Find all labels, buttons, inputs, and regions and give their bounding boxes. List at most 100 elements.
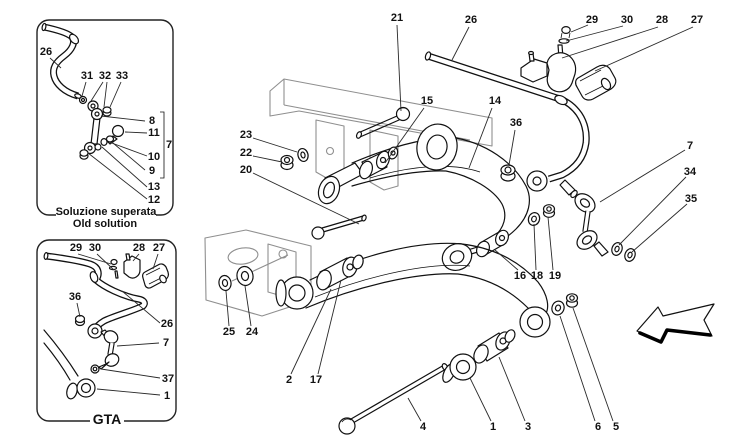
part-label-18: 18 <box>531 270 543 282</box>
direction-arrow <box>636 303 715 344</box>
part-label-14: 14 <box>489 95 502 107</box>
leader-line <box>76 302 81 318</box>
leader-line <box>561 26 659 59</box>
leader-line <box>103 81 108 108</box>
gta-inset: GTA 29 30 28 27 36 26 7 37 1 <box>36 239 177 427</box>
part-label-28: 28 <box>133 242 145 254</box>
leader-line <box>384 107 425 164</box>
part-label-27: 27 <box>153 242 165 254</box>
drop-link-drawing <box>500 164 636 262</box>
leader-line <box>96 253 115 271</box>
part-label-29: 29 <box>586 14 598 26</box>
leader-line <box>570 24 589 33</box>
leader-line <box>225 290 230 327</box>
caption-backing <box>90 412 124 426</box>
leader-line <box>631 203 688 253</box>
leader-line <box>618 176 687 246</box>
upper-wishbone-drawing <box>317 123 556 271</box>
part-label-21: 21 <box>391 12 403 24</box>
leader-line <box>469 377 492 422</box>
gta-callouts: 29 30 28 27 36 26 7 37 1 <box>69 242 174 402</box>
bar-bracket-bushing-drawing <box>520 26 617 101</box>
part-label-36: 36 <box>69 291 81 303</box>
part-label-7: 7 <box>163 337 169 349</box>
leader-line <box>252 155 283 163</box>
part-label-36: 36 <box>510 117 522 129</box>
part-label-25: 25 <box>223 326 235 338</box>
part-label-1: 1 <box>490 421 496 433</box>
gta-caption: GTA <box>93 411 122 427</box>
part-label-29: 29 <box>70 242 82 254</box>
leader-line <box>87 152 148 200</box>
leader-line <box>152 253 159 270</box>
leader-line <box>108 141 148 157</box>
part-label-11: 11 <box>148 127 160 139</box>
leader-line <box>599 149 686 203</box>
stabilizer-bar-drawing <box>424 51 590 192</box>
caption-backing <box>56 206 156 218</box>
part-label-30: 30 <box>89 242 101 254</box>
part-label-26: 26 <box>40 46 52 58</box>
part-label-10: 10 <box>148 151 160 163</box>
leader-line <box>109 81 122 108</box>
leader-line <box>290 288 332 375</box>
part-label-24: 24 <box>246 326 259 338</box>
part-label-7: 7 <box>166 139 172 151</box>
part-label-35: 35 <box>685 193 697 205</box>
part-label-26: 26 <box>465 14 477 26</box>
leader-line <box>100 115 146 122</box>
old-solution-drawing <box>41 22 165 179</box>
leader-line <box>594 26 694 72</box>
part-label-34: 34 <box>684 166 697 178</box>
part-label-2: 2 <box>286 374 292 386</box>
part-label-37: 37 <box>162 373 174 385</box>
part-label-30: 30 <box>621 14 633 26</box>
leader-line <box>396 24 402 112</box>
leader-line <box>565 25 624 42</box>
leader-line <box>252 172 360 225</box>
part-label-9: 9 <box>149 165 155 177</box>
group-bracket <box>160 111 165 179</box>
part-label-33: 33 <box>116 70 128 82</box>
part-label-23: 23 <box>240 129 252 141</box>
part-label-8: 8 <box>149 115 155 127</box>
lower-wishbone-drawing <box>275 242 579 435</box>
leader-line <box>49 57 62 69</box>
part-label-15: 15 <box>421 95 433 107</box>
part-label-28: 28 <box>656 14 668 26</box>
leader-line <box>132 253 140 262</box>
leader-line <box>252 137 298 153</box>
leader-line <box>96 388 161 396</box>
part-label-31: 31 <box>81 70 93 82</box>
leader-line <box>101 146 148 188</box>
part-label-26: 26 <box>161 318 173 330</box>
leader-line <box>90 81 104 102</box>
leader-line <box>124 131 148 134</box>
part-label-5: 5 <box>613 421 619 433</box>
leader-line <box>112 142 146 171</box>
part-label-3: 3 <box>525 421 531 433</box>
part-label-17: 17 <box>310 374 322 386</box>
leader-line <box>559 315 596 422</box>
leader-line <box>494 249 519 271</box>
part-label-1: 1 <box>164 390 170 402</box>
leader-line <box>100 368 161 379</box>
leader-line <box>572 307 614 422</box>
part-label-12: 12 <box>148 194 160 206</box>
leader-line <box>81 81 87 97</box>
part-label-16: 16 <box>514 270 526 282</box>
leader-line <box>547 216 554 271</box>
part-label-13: 13 <box>148 181 160 193</box>
main-diagram: 2126293028271514367343523222016181925242… <box>204 12 715 435</box>
leader-line <box>508 129 516 166</box>
part-label-7: 7 <box>687 140 693 152</box>
part-label-32: 32 <box>99 70 111 82</box>
part-label-4: 4 <box>420 421 427 433</box>
leader-line <box>116 342 160 347</box>
leader-line <box>498 356 526 422</box>
leader-line <box>533 223 537 271</box>
